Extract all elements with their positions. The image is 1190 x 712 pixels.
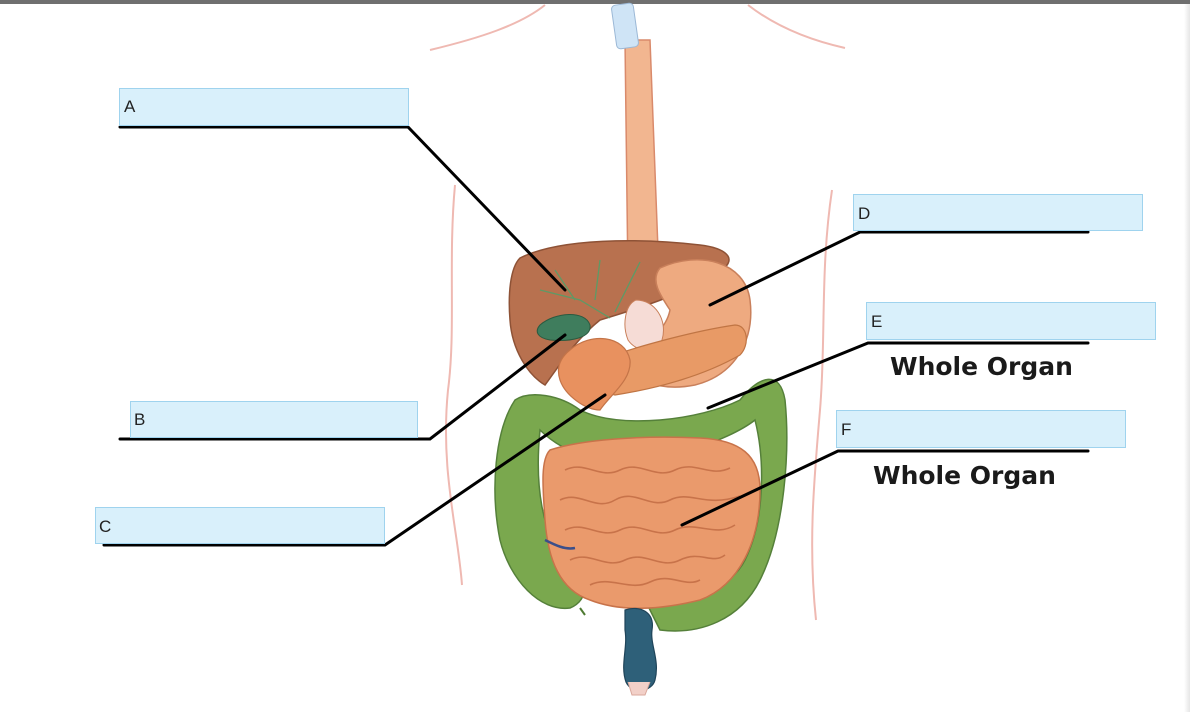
label-box-c[interactable] — [95, 507, 385, 544]
small-intestine — [542, 436, 761, 609]
label-box-b[interactable] — [130, 401, 418, 438]
window-top-bar — [0, 0, 1190, 4]
rectum — [623, 607, 657, 691]
appendix — [544, 538, 576, 550]
label-letter-e: E — [871, 312, 883, 331]
leader-line-a — [118, 125, 567, 292]
leader-line-d — [708, 230, 1090, 307]
liver-vessels — [539, 259, 641, 319]
label-box-f[interactable] — [836, 410, 1126, 448]
duodenum — [557, 337, 631, 411]
label-box-a[interactable] — [119, 88, 409, 126]
body-outline — [429, 4, 846, 621]
gallbladder — [536, 314, 591, 341]
leader-line-c — [102, 393, 607, 547]
leader-line-f — [680, 449, 1090, 527]
esophagus — [611, 2, 659, 292]
label-note-e: Whole Organ — [890, 352, 1073, 381]
label-letter-b: B — [134, 410, 146, 429]
window-right-edge — [1184, 4, 1190, 712]
leader-line-b — [118, 333, 567, 441]
label-note-f: Whole Organ — [873, 461, 1056, 490]
leader-line-e — [706, 341, 1090, 410]
label-box-e[interactable] — [866, 302, 1156, 340]
anus — [627, 681, 651, 696]
leader-lines — [102, 125, 1090, 547]
label-letter-c: C — [99, 517, 112, 536]
label-letter-a: A — [124, 97, 136, 116]
label-box-d[interactable] — [853, 194, 1143, 231]
label-letter-d: D — [858, 204, 871, 223]
label-letter-f: F — [841, 420, 852, 439]
